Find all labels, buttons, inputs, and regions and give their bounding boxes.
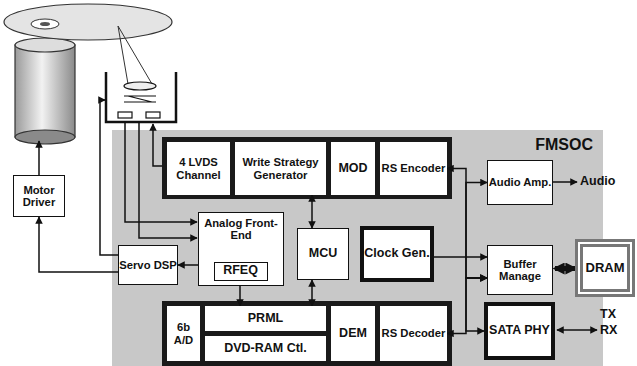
signal-connector (311, 280, 313, 306)
encoder-group-frame (162, 137, 452, 199)
spindle-motor-base (15, 130, 75, 144)
signal-connector (311, 195, 313, 228)
amplifier-block: Audio Amp. (487, 160, 553, 205)
equalizer-block: RFEQ (214, 262, 268, 281)
audio-out-wire (553, 181, 577, 183)
servo-block: Servo DSP (118, 245, 178, 285)
spindle-motor (15, 45, 75, 137)
disc-hole (40, 22, 50, 26)
decoder-block: RS Decoder (380, 306, 447, 361)
actuator-wire (100, 100, 118, 255)
block-label: Motor Driver (14, 184, 64, 209)
block-label: MOD (338, 162, 367, 176)
decoder-group-frame (162, 301, 452, 366)
demodulator-block: DEM (331, 306, 375, 361)
signal-connector (447, 169, 487, 279)
block-label: Write Strategy Generator (235, 156, 326, 181)
analog-frontend-block: Analog Front-EndRFEQ (198, 212, 284, 286)
block-label: SATA PHY (489, 324, 550, 338)
prml-block: PRML (205, 306, 326, 331)
pickup-bracket (106, 72, 176, 122)
pickup-optics (124, 96, 156, 102)
block-label: 6b A/D (167, 321, 200, 346)
block-label: Buffer Manage (488, 258, 552, 283)
controller-block: DVD-RAM Ctl. (205, 336, 326, 361)
driver-box: Motor Driver (13, 175, 65, 217)
phy-block: SATA PHY (484, 302, 555, 360)
optical-disc (4, 4, 172, 40)
disc-hub (31, 19, 59, 29)
block-label: DVD-RAM Ctl. (224, 342, 307, 356)
modulator-block: MOD (331, 142, 375, 195)
block-label: RS Decoder (382, 327, 446, 339)
block-label: MCU (309, 247, 337, 261)
block-label: DEM (339, 327, 367, 341)
buffer-block: Buffer Manage (487, 245, 553, 295)
laser-diode (146, 112, 160, 118)
signal-connector (434, 256, 487, 258)
signal-connector (447, 278, 487, 334)
signal-connector (466, 183, 487, 279)
signal-connector (239, 286, 241, 306)
memory-chip: DRAM (580, 244, 630, 292)
block-label: Audio Amp. (489, 176, 552, 188)
chip-region: FMSOC 4 LVDS ChannelWrite Strategy Genera… (112, 130, 603, 366)
objective-lens (124, 82, 156, 90)
chip-region-fill (112, 130, 603, 366)
block-label: Servo DSP (119, 259, 177, 271)
block-label: FMSOC (535, 136, 593, 154)
encoder-block: RS Encoder (380, 142, 447, 195)
signal-connector (178, 264, 198, 266)
lvds-wire (153, 124, 162, 166)
block-label: RFEQ (223, 264, 258, 278)
signal-connector (39, 217, 118, 272)
photodiode (118, 112, 132, 118)
block-label: Clock Gen. (364, 247, 429, 261)
block-label: PRML (248, 312, 283, 326)
block-label: 4 LVDS Channel (167, 156, 230, 181)
signal-label: RX (600, 324, 617, 338)
signal-label: TX (600, 308, 616, 322)
block-label: DRAM (586, 261, 625, 275)
block-label: RS Encoder (382, 162, 446, 174)
laser-beam (118, 26, 152, 84)
adc-block: 6b A/D (167, 306, 200, 361)
signal-connector (555, 266, 575, 271)
clock-block: Clock Gen. (360, 226, 434, 282)
block-label: Analog Front-End (199, 217, 283, 242)
motor-drive-wire (38, 141, 40, 175)
interface-block: 4 LVDS Channel (167, 142, 230, 195)
spindle-motor-top (15, 38, 75, 52)
mcu-block: MCU (297, 228, 349, 280)
sata-link-wire (557, 329, 597, 331)
write-strategy-block: Write Strategy Generator (235, 142, 326, 195)
signal-label: Audio (580, 175, 615, 189)
